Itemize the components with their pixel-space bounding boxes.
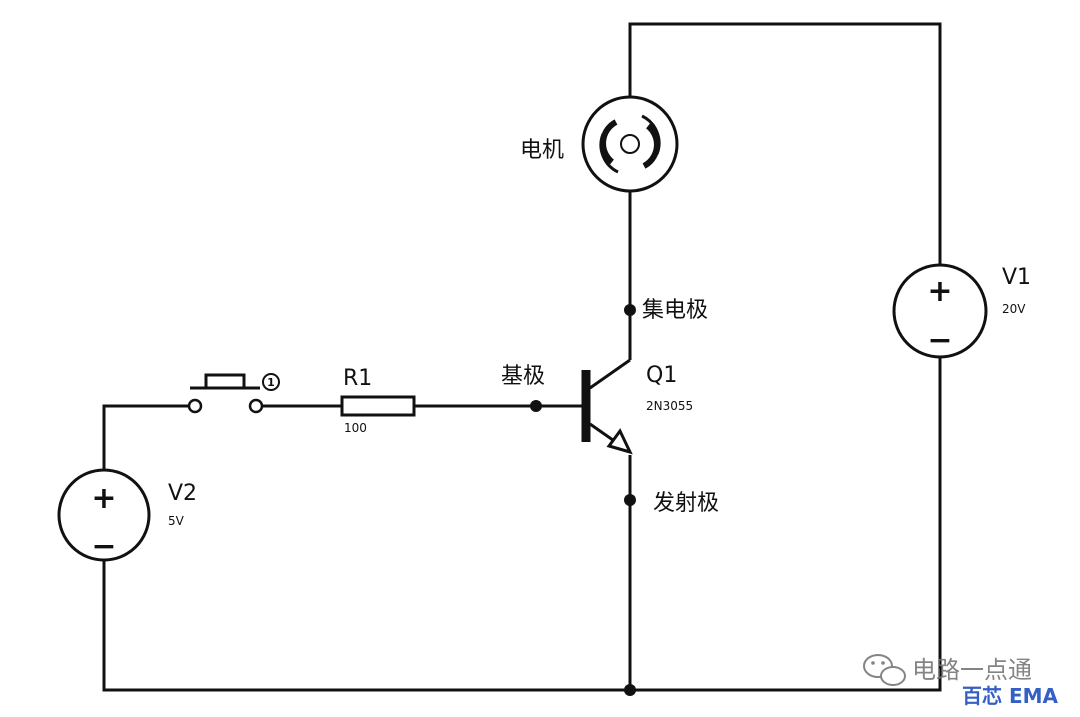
emitter-label: 发射极 (653, 491, 719, 516)
emitter-node (624, 494, 636, 506)
collector-label: 集电极 (642, 298, 708, 323)
wire-right-bottom (630, 358, 942, 692)
switch-marker (262, 373, 280, 391)
v2-plus: + (91, 481, 116, 516)
base-label: 基极 (501, 364, 545, 389)
push-switch (187, 373, 280, 414)
emitter-arrow (606, 428, 633, 455)
resistor-r1 (340, 395, 416, 417)
wire-top-right (628, 22, 942, 264)
v2-name: V2 (168, 481, 197, 506)
motor-label: 电机 (520, 138, 564, 163)
voltage-source-v2 (57, 468, 151, 562)
v2-value: 5V (168, 514, 185, 528)
v1-name: V1 (1002, 265, 1031, 290)
transistor-q1 (581, 358, 633, 455)
r1-name: R1 (343, 366, 372, 391)
v1-value: 20V (1002, 302, 1026, 316)
motor-symbol (581, 95, 679, 193)
watermark: 电路一点通 百芯 EMA (863, 654, 1059, 708)
r1-value: 100 (344, 421, 367, 435)
wechat-icon (863, 654, 906, 686)
watermark-text: 电路一点通 (912, 656, 1032, 684)
voltage-source-v1 (892, 263, 988, 359)
ground-node (624, 684, 636, 696)
wire-bottom-left (102, 560, 630, 692)
wires (102, 22, 942, 692)
switch-marker-text: 1 (267, 376, 275, 389)
q1-name: Q1 (646, 363, 677, 388)
wire-v2-switch (102, 404, 190, 470)
v1-plus: + (927, 274, 952, 309)
q1-model: 2N3055 (646, 399, 693, 413)
v1-minus: − (927, 323, 952, 358)
watermark-brand: 百芯 EMA (962, 684, 1059, 708)
collector-node (624, 304, 636, 316)
base-node (530, 400, 542, 412)
v2-minus: − (91, 529, 116, 564)
